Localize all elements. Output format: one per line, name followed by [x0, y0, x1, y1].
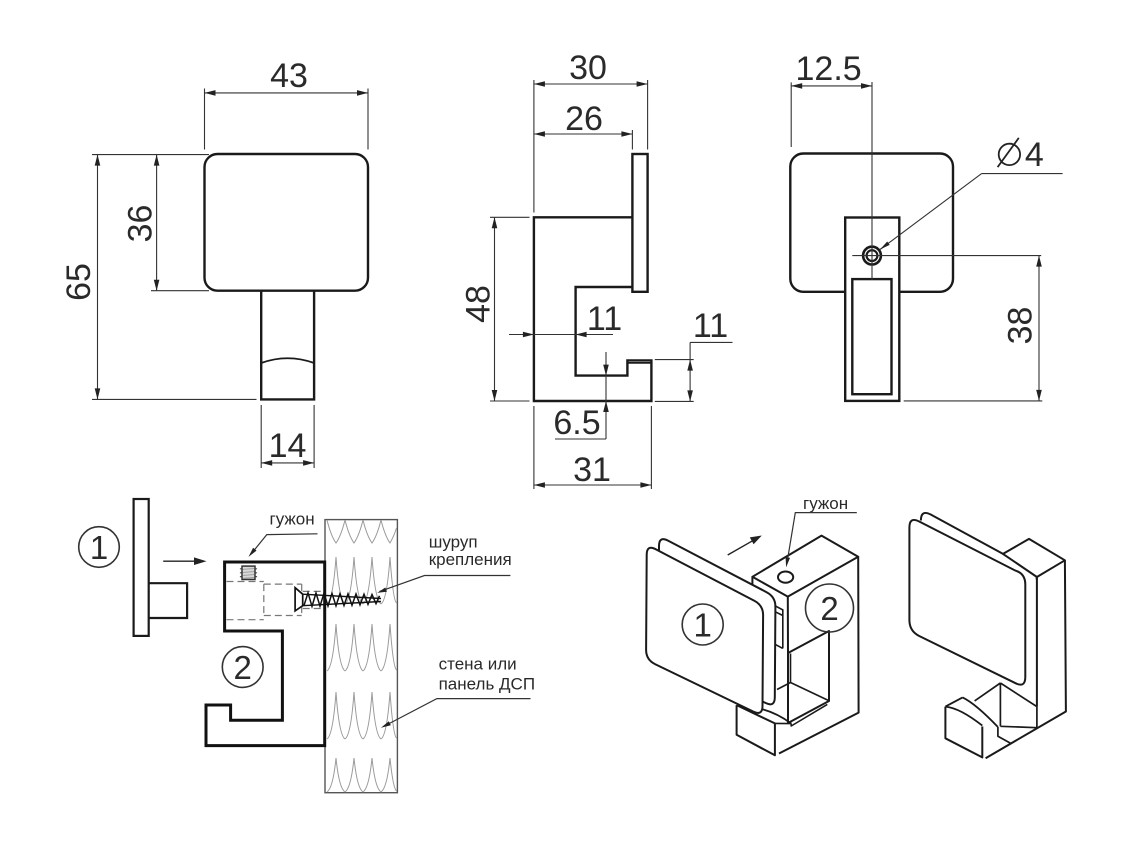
svg-text:38: 38 [1002, 307, 1040, 345]
svg-text:панель ДСП: панель ДСП [439, 675, 535, 694]
svg-text:гужон: гужон [803, 494, 848, 513]
svg-text:6.5: 6.5 [553, 404, 600, 442]
svg-text:48: 48 [460, 285, 498, 323]
svg-text:11: 11 [587, 300, 622, 338]
svg-text:43: 43 [270, 57, 308, 95]
svg-text:крепления: крепления [429, 550, 512, 569]
svg-text:30: 30 [569, 49, 607, 87]
svg-text:11: 11 [693, 307, 728, 345]
svg-text:26: 26 [565, 100, 603, 138]
svg-text:шуруп: шуруп [429, 533, 478, 552]
svg-text:стена или: стена или [439, 655, 517, 674]
svg-text:4: 4 [1025, 136, 1044, 174]
svg-text:2: 2 [820, 590, 838, 627]
svg-text:2: 2 [234, 649, 252, 686]
svg-text:31: 31 [573, 451, 611, 489]
svg-text:12.5: 12.5 [796, 50, 862, 88]
svg-text:65: 65 [60, 263, 98, 301]
svg-text:гужон: гужон [270, 510, 315, 529]
svg-text:1: 1 [694, 607, 712, 644]
svg-text:36: 36 [122, 205, 160, 243]
svg-text:1: 1 [90, 529, 108, 566]
svg-text:14: 14 [269, 427, 307, 465]
